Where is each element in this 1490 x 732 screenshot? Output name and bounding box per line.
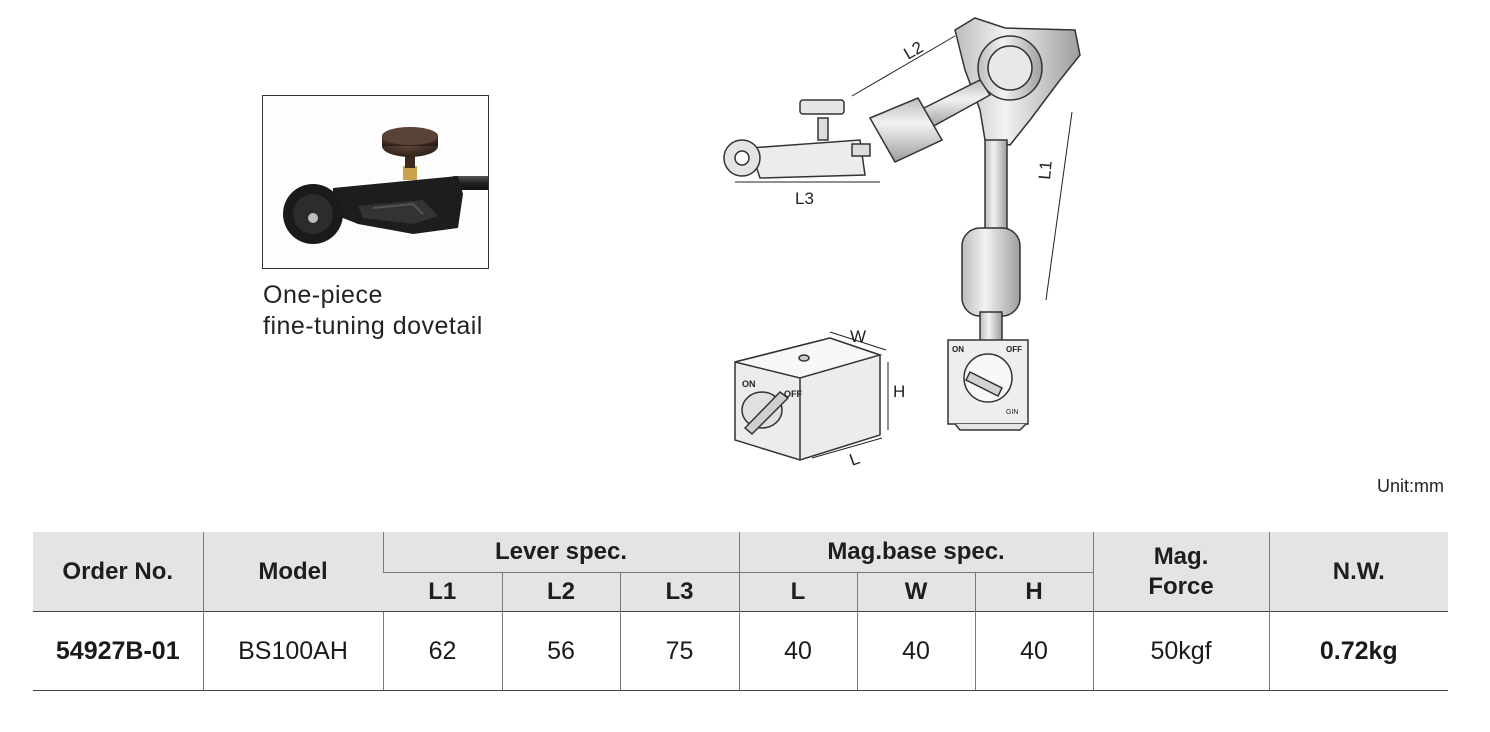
dovetail-photo (262, 95, 489, 269)
cell-l1: 62 (382, 611, 502, 691)
header-nw: N.W. (1268, 532, 1449, 612)
header-w: W (856, 572, 976, 612)
label-l1: L1 (1035, 160, 1056, 181)
label-off-cube: OFF (784, 389, 802, 399)
dovetail-clamp-illustration (263, 96, 488, 268)
label-gin: GIN (1006, 409, 1018, 416)
header-order-no: Order No. (33, 532, 203, 612)
cell-l2: 56 (501, 611, 620, 691)
label-l: L (847, 449, 862, 470)
unit-label: Unit:mm (1377, 476, 1444, 496)
header-mag-force-line2: Force (1148, 572, 1214, 600)
header-mag-force-line1: Mag. (1153, 542, 1209, 570)
header-mag-force: Mag. Force (1092, 532, 1270, 612)
header-l1: L1 (383, 572, 502, 612)
spec-table: Order No. Model Lever spec. Mag.base spe… (33, 532, 1449, 691)
header-l: L (738, 572, 858, 612)
caption-line-2: fine-tuning dovetail (263, 312, 483, 340)
header-model: Model (202, 532, 383, 612)
label-h: H (893, 382, 905, 401)
holder-technical-diagram: L2 L1 L3 W H L ON OFF ON OFF GIN (723, 17, 1081, 470)
label-w: W (850, 327, 866, 346)
cell-model: BS100AH (202, 611, 383, 691)
label-l2: L2 (901, 38, 927, 64)
caption-line-1: One-piece (263, 281, 383, 309)
cell-order-no: 54927B-01 (33, 611, 203, 691)
cell-l: 40 (738, 611, 858, 691)
label-off-side: OFF (1006, 345, 1022, 354)
header-mag-base-spec: Mag.base spec. (738, 532, 1094, 573)
label-on-side: ON (952, 345, 964, 354)
label-l3: L3 (795, 189, 814, 208)
photo-caption: One-piece fine-tuning dovetail (263, 280, 483, 342)
header-h: H (974, 572, 1094, 612)
label-on-cube: ON (742, 379, 756, 389)
header-l2: L2 (501, 572, 620, 612)
cell-w: 40 (856, 611, 976, 691)
cell-h: 40 (974, 611, 1094, 691)
header-lever-spec: Lever spec. (382, 532, 740, 573)
cell-mag-force: 50kgf (1092, 611, 1270, 691)
cell-l3: 75 (619, 611, 740, 691)
header-l3: L3 (619, 572, 740, 612)
table-row: 54927B-01 BS100AH 62 56 75 40 40 40 50kg… (33, 611, 1449, 691)
cell-nw: 0.72kg (1268, 611, 1449, 691)
